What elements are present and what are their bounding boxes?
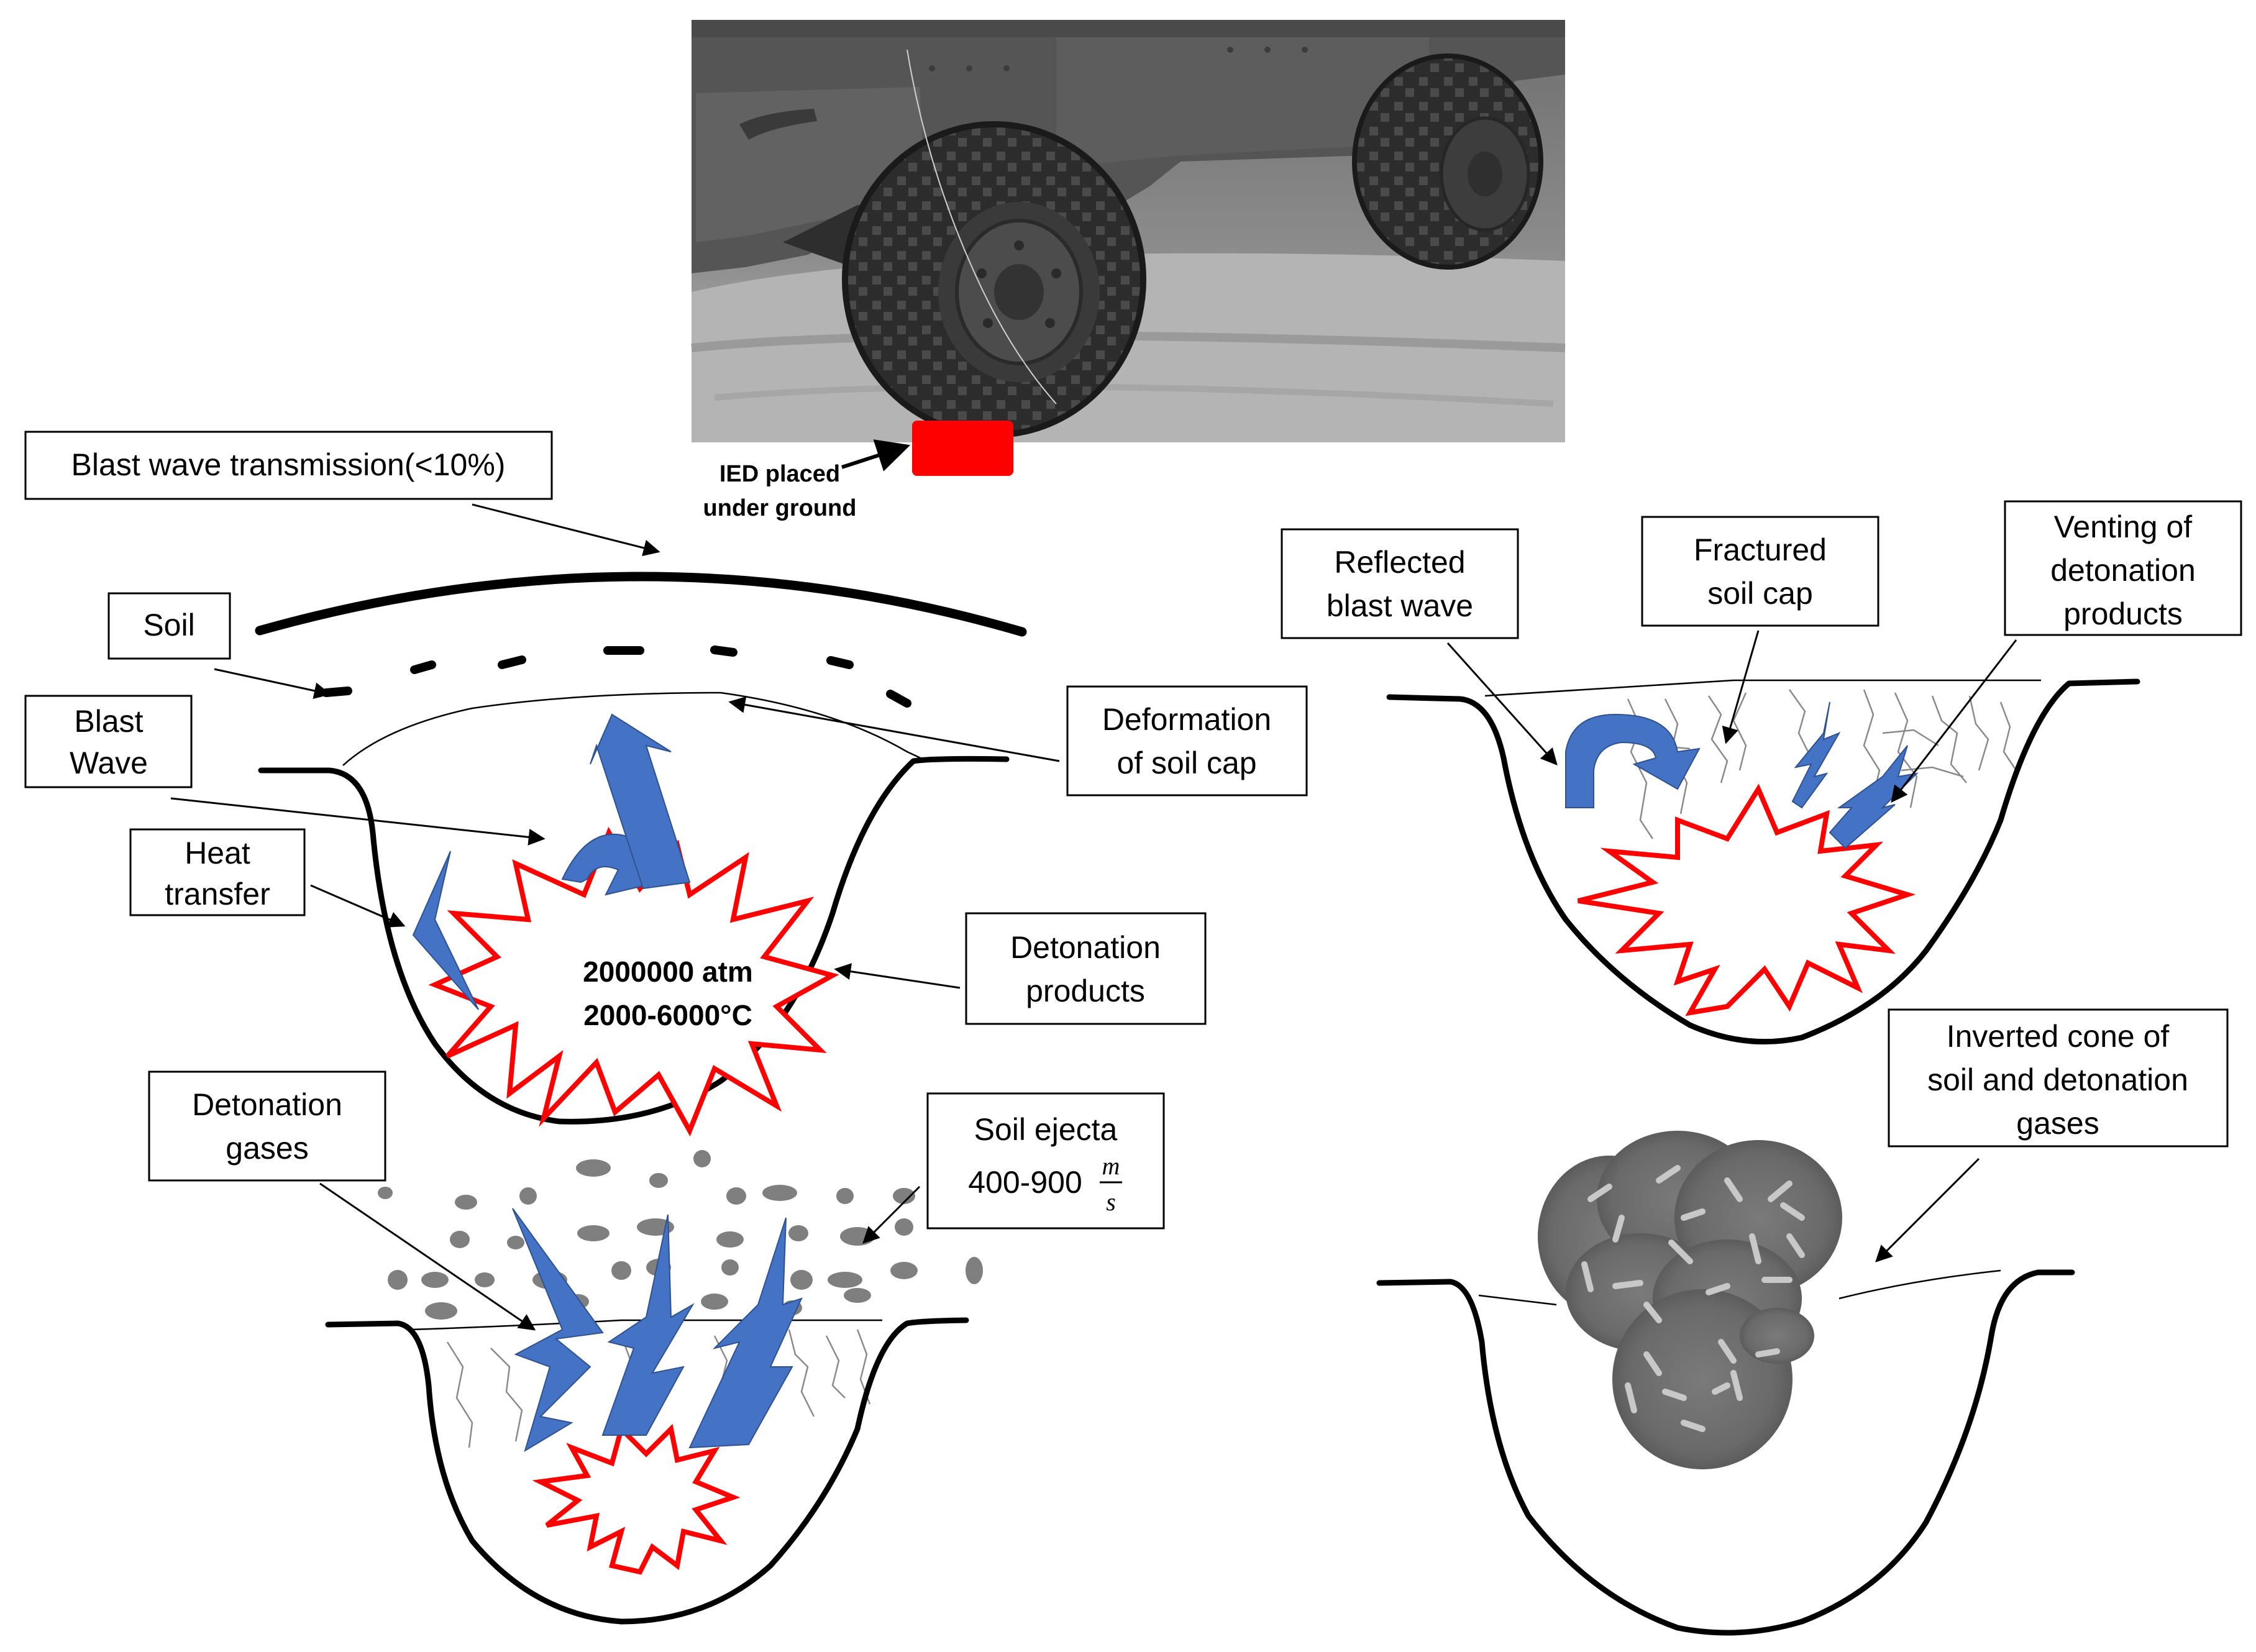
gas-jet-2 xyxy=(601,1214,695,1436)
label-ejecta-1: Soil ejecta xyxy=(974,1112,1118,1147)
arrow-heat xyxy=(310,884,406,928)
fractured-soil-surface xyxy=(1484,679,2041,697)
label-box-blast-wave xyxy=(24,695,193,788)
label-gases-2: gases xyxy=(226,1131,308,1166)
panel-detonation: 2000000 atm 2000-6000°C Blast wave trans… xyxy=(24,431,1308,1137)
explosion-star xyxy=(428,826,839,1137)
label-box-reflected xyxy=(1281,528,1519,639)
label-blast-wave-2: Wave xyxy=(70,746,148,780)
arrow-venting xyxy=(1891,639,2017,803)
label-box-gases xyxy=(148,1070,386,1182)
label-cone-1: Inverted cone of xyxy=(1947,1019,2170,1054)
label-box-detonation-products xyxy=(965,912,1207,1025)
gas-jet-1 xyxy=(512,1208,604,1453)
fracture-crater-outline xyxy=(1386,678,2140,1045)
ied-arrow xyxy=(841,439,911,472)
label-reflected-2: blast wave xyxy=(1327,588,1473,623)
label-box-cone xyxy=(1888,1008,2229,1148)
arrow-soil xyxy=(214,668,331,700)
label-deformation-2: of soil cap xyxy=(1117,746,1256,780)
crater-outline xyxy=(258,755,1010,1125)
label-reflected-1: Reflected xyxy=(1334,545,1465,580)
venting-bolt-1 xyxy=(1791,701,1841,809)
label-box-transmission xyxy=(24,431,553,500)
transmitted-blast-wave xyxy=(255,572,1027,637)
label-box-heat xyxy=(129,828,306,916)
label-box-deformation xyxy=(1066,685,1308,796)
label-blast-wave-1: Blast xyxy=(74,704,143,739)
cone-surface-left xyxy=(1478,1294,1557,1306)
cone-surface-right xyxy=(1838,1269,2001,1300)
upward-arrow xyxy=(590,713,691,890)
inverted-cone-cloud xyxy=(1538,1131,1842,1469)
arrow-detonation-products xyxy=(834,963,961,989)
ied-marker xyxy=(912,421,1013,476)
arrow-reflected xyxy=(1446,642,1558,766)
label-box-soil xyxy=(107,592,231,660)
label-cone-3: gases xyxy=(2016,1106,2099,1141)
label-heat-1: Heat xyxy=(185,836,250,870)
arrow-gases xyxy=(319,1182,536,1331)
label-venting-1: Venting of xyxy=(2054,509,2193,544)
ied-label-line1: IED placed xyxy=(719,461,840,487)
cone-debris xyxy=(1581,1165,1805,1432)
label-fractured-1: Fractured xyxy=(1694,532,1827,567)
ied-label-line2: under ground xyxy=(703,495,857,521)
label-detonation-products-1: Detonation xyxy=(1010,930,1161,965)
soil-ejecta-particles xyxy=(378,1150,983,1320)
arrow-ejecta xyxy=(862,1185,921,1244)
heat-transfer-shape xyxy=(412,851,479,1010)
gas-jet-3 xyxy=(688,1217,803,1449)
venting-bolt-2 xyxy=(1829,745,1919,849)
ejecta-explosion-star xyxy=(532,1423,741,1575)
label-ejecta-value: 400-900 xyxy=(968,1165,1082,1200)
fracture-explosion-star xyxy=(1578,783,1916,1016)
arrow-deformation xyxy=(728,696,1060,762)
panel-inverted-cone: Inverted cone of soil and detonation gas… xyxy=(1376,1008,2229,1636)
panel-ejecta: Detonation gases Soil ejecta 400-900 m s xyxy=(148,1070,1165,1625)
temperature-label: 2000-6000°C xyxy=(583,999,752,1031)
label-box-ejecta xyxy=(926,1092,1165,1230)
label-ejecta-unit-den: s xyxy=(1106,1188,1116,1216)
arrow-cone xyxy=(1875,1157,1980,1262)
label-venting-3: products xyxy=(2063,596,2183,631)
label-fractured-2: soil cap xyxy=(1707,576,1813,611)
label-box-venting xyxy=(2004,500,2242,636)
soil-fragments xyxy=(322,646,911,708)
label-venting-2: detonation xyxy=(2050,553,2196,588)
deformed-soil-cap xyxy=(342,691,926,766)
pressure-label: 2000000 atm xyxy=(583,956,753,988)
label-gases-1: Detonation xyxy=(192,1087,342,1122)
cone-crater-outline xyxy=(1376,1269,2075,1636)
label-heat-2: transfer xyxy=(165,877,270,911)
arrow-blast-wave xyxy=(170,797,546,846)
arrow-transmission xyxy=(472,503,660,557)
label-transmission: Blast wave transmission(<10%) xyxy=(71,447,506,482)
panel-fracture: Reflected blast wave Fractured soil cap … xyxy=(1281,500,2242,1045)
label-ejecta-unit-num: m xyxy=(1102,1152,1120,1180)
ejecta-crater-outline xyxy=(325,1317,969,1625)
label-deformation-1: Deformation xyxy=(1102,702,1271,737)
label-soil: Soil xyxy=(143,608,194,642)
vehicle-photo xyxy=(691,20,1566,442)
reflected-wave-arrow xyxy=(1565,713,1701,808)
label-detonation-products-2: products xyxy=(1026,974,1145,1008)
arrow-fractured xyxy=(1722,630,1760,744)
label-box-fractured xyxy=(1641,516,1879,627)
label-cone-2: soil and detonation xyxy=(1927,1062,2188,1097)
